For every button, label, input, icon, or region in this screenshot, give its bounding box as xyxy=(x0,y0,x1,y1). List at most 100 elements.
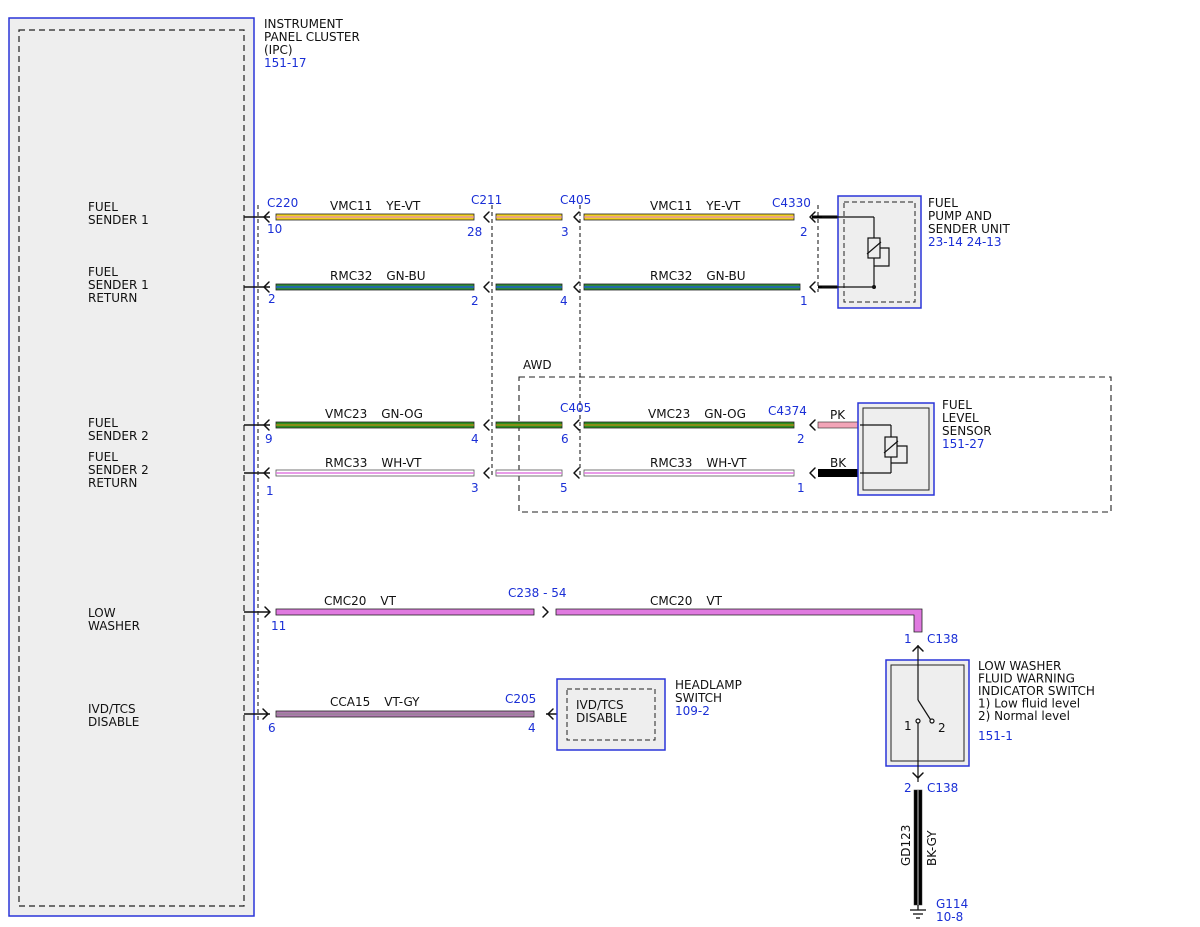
pin-rmc33-3: 5 xyxy=(560,481,568,495)
pin-vmc23-3: 6 xyxy=(561,432,569,446)
pump-ref: 23-14 24-13 xyxy=(928,235,1002,249)
pin-rmc33-1: 1 xyxy=(266,484,274,498)
pin-rmc33-2: 3 xyxy=(471,481,479,495)
connector-arrow-16 xyxy=(809,467,816,479)
connector-c205: C205 xyxy=(505,692,536,706)
label-rmc32-a-circuit: RMC32 xyxy=(330,269,372,283)
connector-arrow-2 xyxy=(483,211,490,223)
label-cca15-color: VT-GY xyxy=(384,695,420,709)
ground-symbol-icon xyxy=(910,905,926,919)
sensor-title-line-1: FUEL xyxy=(942,398,972,412)
sensor-resistor-icon xyxy=(860,424,908,474)
ipc-ref: 151-17 xyxy=(264,56,307,70)
pin-rmc33-4: 1 xyxy=(797,481,805,495)
sensor-title-line-2: LEVEL xyxy=(942,411,979,425)
connector-c211: C211 xyxy=(471,193,502,207)
wire-vmc23-seg1 xyxy=(275,421,475,429)
pin-vmc11-3: 3 xyxy=(561,225,569,239)
pump-title-line-1: FUEL xyxy=(928,196,958,210)
wire-pk xyxy=(817,421,861,429)
label-cmc20-b-color: VT xyxy=(706,594,722,608)
connector-arrow-6 xyxy=(483,281,490,293)
label-vmc11-b: VMC11 YE-VT xyxy=(650,199,741,213)
connector-arrow-12 xyxy=(809,419,816,431)
label-vmc11-b-color: YE-VT xyxy=(705,199,741,213)
pin-label-fuel-sender-2-line-2: SENDER 2 xyxy=(88,429,149,443)
label-gd123-circuit: GD123 xyxy=(899,825,913,866)
pin-label-fuel-sender-1-line-2: SENDER 1 xyxy=(88,213,149,227)
pin-cmc20-2: 1 xyxy=(904,632,912,646)
washer-ref: 151-1 xyxy=(978,729,1013,743)
connector-c138-bottom: C138 xyxy=(927,781,958,795)
wire-vmc11-seg3 xyxy=(583,213,795,221)
wire-rmc32-seg2 xyxy=(495,283,563,291)
connector-arrow-10 xyxy=(483,419,490,431)
wire-cca15-seg1 xyxy=(275,710,535,718)
pin-vmc11-4: 2 xyxy=(800,225,808,239)
headlamp-title-line-1: HEADLAMP xyxy=(675,678,742,692)
switch-contacts-icon xyxy=(915,645,935,782)
pin-vmc11-1: 10 xyxy=(267,222,282,236)
wire-cmc20-seg2 xyxy=(555,608,923,633)
pump-title-line-2: PUMP AND xyxy=(928,209,992,223)
connector-arrow-13 xyxy=(263,467,270,479)
pin-rmc32-2: 2 xyxy=(471,294,479,308)
washer-pos-2: 2 xyxy=(938,721,946,735)
pin-label-fuel-sender-2-return-line-3: RETURN xyxy=(88,476,137,490)
wire-vmc11-seg2 xyxy=(495,213,563,221)
wire-rmc33-seg1 xyxy=(275,469,475,477)
label-vmc23-b-circuit: VMC23 xyxy=(648,407,690,421)
connector-c220: C220 xyxy=(267,196,298,210)
washer-pos-1: 1 xyxy=(904,719,912,733)
washer-title-line-5: 2) Normal level xyxy=(978,709,1070,723)
connector-c405-top: C405 xyxy=(560,193,591,207)
pin-rmc32-4: 1 xyxy=(800,294,808,308)
washer-title-line-3: INDICATOR SWITCH xyxy=(978,684,1095,698)
awd-label: AWD xyxy=(523,358,552,372)
label-pk: PK xyxy=(830,408,846,422)
pin-label-fuel-sender-1-return-line-1: FUEL xyxy=(88,265,118,279)
wire-vmc23-seg3 xyxy=(583,421,795,429)
connector-arrow-22 xyxy=(912,772,924,779)
label-rmc32-b-color: GN-BU xyxy=(706,269,745,283)
variable-resistor-icon xyxy=(822,216,890,288)
washer-title-line-4: 1) Low fluid level xyxy=(978,697,1080,711)
connector-c405-awd: C405 xyxy=(560,401,591,415)
wire-vmc23-seg2 xyxy=(495,421,563,429)
pin-cca15-2: 4 xyxy=(528,721,536,735)
pin-vmc11-2: 28 xyxy=(467,225,482,239)
label-gd123-color: BK-GY xyxy=(925,830,939,866)
washer-switch: 1 2 LOW WASHER FLUID WARNING INDICATOR S… xyxy=(885,645,1099,782)
label-vmc11-b-circuit: VMC11 xyxy=(650,199,692,213)
wire-cmc20-seg1 xyxy=(275,608,535,616)
connector-arrow-1 xyxy=(263,211,270,223)
ipc-title-line-2: PANEL CLUSTER xyxy=(264,30,360,44)
connector-arrow-4 xyxy=(809,211,816,223)
pin-rmc32-1: 2 xyxy=(268,292,276,306)
label-vmc11-a-circuit: VMC11 xyxy=(330,199,372,213)
washer-title: LOW WASHER FLUID WARNING INDICATOR SWITC… xyxy=(978,659,1099,723)
label-rmc33-b-circuit: RMC33 xyxy=(650,456,692,470)
connector-arrow-7 xyxy=(573,281,580,293)
label-rmc33-a-color: WH-VT xyxy=(381,456,422,470)
pin-label-ivd-tcs-disable-line-2: DISABLE xyxy=(88,715,139,729)
washer-title-line-2: FLUID WARNING xyxy=(978,672,1075,686)
pin-label-fuel-sender-1-line-1: FUEL xyxy=(88,200,118,214)
label-vmc23-a-circuit: VMC23 xyxy=(325,407,367,421)
pin-label-ivd-tcs-disable-line-1: IVD/TCS xyxy=(88,702,136,716)
